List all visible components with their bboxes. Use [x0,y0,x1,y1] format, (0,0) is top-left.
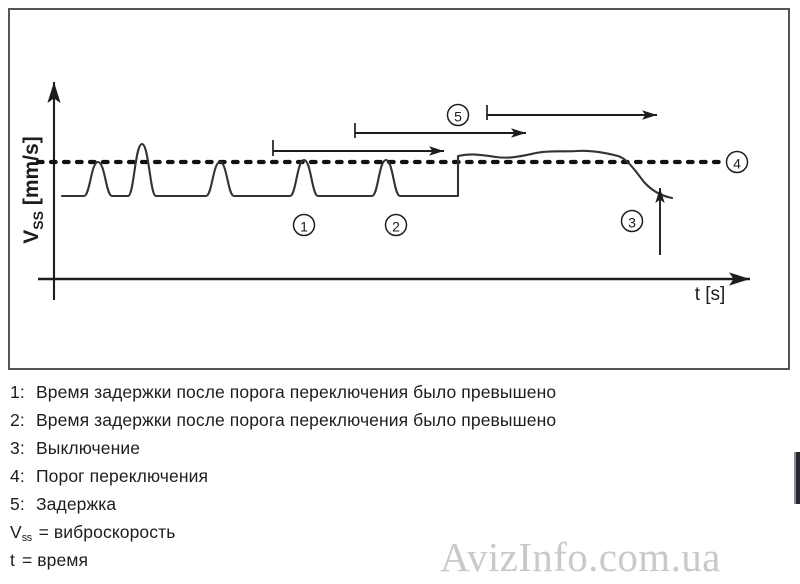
marker-4-circle [725,150,749,174]
watermark: AvizInfo.com.ua [440,534,721,580]
y-axis-label: VSS [mm/s] [20,136,46,243]
marker-2-label: 2 [392,219,400,235]
marker-3-label: 3 [628,215,636,231]
page-edge-artifact [794,452,800,504]
vibration-velocity-signal [60,142,674,200]
legend-item-key: 1: [10,382,25,402]
symbol-t: t [10,550,15,570]
legend-item: 1: Время задержки после порога переключе… [10,382,790,410]
legend-item-key: 5: [10,494,25,514]
legend-item-key: 2: [10,410,25,430]
legend-item-text: Задержка [36,494,117,514]
symbol-vss: Vss [10,522,32,544]
legend-item: 5: Задержка [10,494,790,522]
marker-1-label: 1 [300,219,308,235]
marker-1-circle [292,213,316,237]
legend-symbol-row: t = время [10,550,790,578]
legend-item: 2: Время задержки после порога переключе… [10,410,790,438]
legend-item-key: 4: [10,466,25,486]
legend-item: 4: Порог переключения [10,466,790,494]
marker-2-circle [384,213,408,237]
legend-item-text: Порог переключения [36,466,209,486]
legend-item: 3: Выключение [10,438,790,466]
symbol-t-definition: = время [21,550,89,570]
legend-item-text: Время задержки после порога переключения… [36,382,557,402]
symbol-vss-definition: = виброскорость [38,522,176,542]
legend-symbol-row: Vss = виброскорость [10,522,790,550]
legend-item-text: Время задержки после порога переключения… [36,410,557,430]
marker-4-label: 4 [733,156,741,172]
marker-5-circle [446,103,470,127]
legend-item-key: 3: [10,438,25,458]
diagram-frame: VSS [mm/s] t [s] 5 1 [8,8,790,370]
marker-5-label: 5 [454,109,462,125]
signal-threshold-diagram: VSS [mm/s] t [s] 5 1 [20,82,750,305]
legend-list: 1: Время задержки после порога переключе… [10,382,790,578]
x-axis-label: t [s] [695,284,726,305]
legend-item-text: Выключение [36,438,141,458]
marker-3-circle [620,209,644,233]
